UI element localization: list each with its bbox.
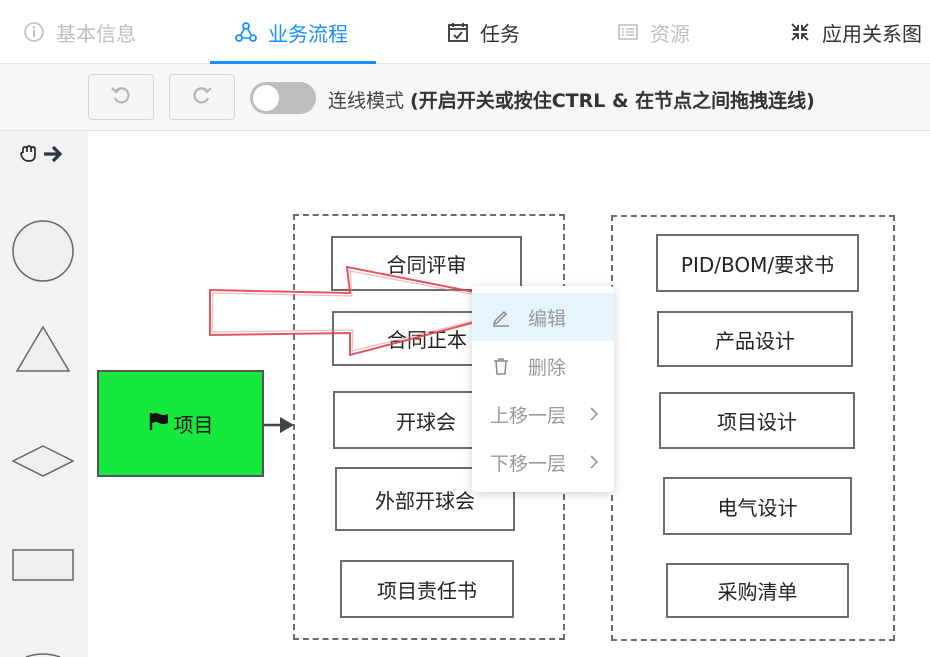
circle-shape[interactable] bbox=[12, 220, 74, 282]
mode-label-text: 连线模式 bbox=[328, 90, 411, 112]
node-label: 产品设计 bbox=[715, 328, 795, 353]
menu-item-label: 删除 bbox=[528, 356, 567, 379]
undo-icon bbox=[109, 83, 133, 111]
annotation-arrow bbox=[209, 265, 541, 357]
node-label: PID/BOM/要求书 bbox=[680, 252, 835, 277]
tab-label: 任务 bbox=[480, 21, 520, 46]
trash-icon bbox=[490, 355, 512, 377]
diagram-node[interactable]: PID/BOM/要求书 bbox=[656, 234, 859, 292]
redo-icon bbox=[190, 83, 214, 111]
undo-button[interactable] bbox=[88, 74, 154, 120]
node-label: 采购清单 bbox=[717, 580, 798, 604]
diagram-node[interactable]: 项目设计 bbox=[659, 392, 855, 449]
chevron-right-icon bbox=[588, 404, 600, 429]
toggle-knob bbox=[253, 85, 279, 111]
menu-item-delete[interactable]: 删除 bbox=[472, 342, 614, 390]
redo-button[interactable] bbox=[169, 74, 235, 120]
context-menu: 编辑 删除 上移一层 下移一层 bbox=[472, 286, 614, 492]
connector-edge[interactable] bbox=[262, 412, 296, 438]
tab-label: 应用关系图 bbox=[822, 21, 922, 46]
edit-pencil-icon bbox=[490, 306, 512, 328]
triangle-shape[interactable] bbox=[15, 325, 71, 372]
node-label: 项目责任书 bbox=[377, 578, 477, 603]
menu-item-label: 编辑 bbox=[528, 307, 567, 330]
chevron-right-icon bbox=[588, 452, 600, 477]
flow-nodes-icon bbox=[234, 20, 258, 44]
connect-mode-label: 连线模式 (开启开关或按住CTRL & 在节点之间拖拽连线) bbox=[328, 86, 815, 113]
node-label: 外部开球会 bbox=[375, 488, 475, 513]
tab-tasks[interactable]: 任务 bbox=[446, 0, 520, 64]
diagram-node[interactable]: 采购清单 bbox=[666, 563, 849, 618]
tab-basic-info[interactable]: 基本信息 bbox=[22, 0, 136, 64]
node-label: 电气设计 bbox=[717, 495, 798, 520]
diagram-node[interactable]: 电气设计 bbox=[663, 477, 852, 535]
menu-item-label: 下移一层 bbox=[490, 452, 567, 475]
node-label: 项目 bbox=[173, 413, 214, 437]
tab-label: 基本信息 bbox=[56, 21, 136, 46]
diamond-shape[interactable] bbox=[11, 445, 75, 477]
tab-business-flow[interactable]: 业务流程 bbox=[234, 0, 348, 64]
tab-resources[interactable]: 资源 bbox=[616, 0, 690, 64]
diagram-node[interactable]: 项目责任书 bbox=[340, 560, 514, 618]
menu-item-label: 上移一层 bbox=[490, 404, 567, 427]
diagram-node[interactable]: 产品设计 bbox=[657, 311, 853, 367]
tab-app-relations[interactable]: 应用关系图 bbox=[788, 0, 922, 64]
flag-icon bbox=[148, 411, 170, 436]
list-card-icon bbox=[616, 20, 640, 44]
root-project-node[interactable]: 项目 bbox=[97, 370, 264, 477]
mode-hint-text: (开启开关或按住CTRL & 在节点之间拖拽连线) bbox=[410, 90, 815, 112]
info-circle-icon bbox=[22, 20, 46, 44]
connect-mode-toggle[interactable] bbox=[250, 82, 316, 114]
tab-label: 资源 bbox=[650, 21, 690, 46]
shrink-arrows-icon bbox=[788, 20, 812, 44]
node-label: 项目设计 bbox=[717, 410, 797, 434]
menu-item-move-down[interactable]: 下移一层 bbox=[472, 438, 614, 486]
toolbar: 连线模式 (开启开关或按住CTRL & 在节点之间拖拽连线) bbox=[0, 64, 930, 131]
shape-palette bbox=[0, 131, 88, 657]
rectangle-shape[interactable] bbox=[12, 549, 74, 581]
node-label: 开球会 bbox=[396, 409, 456, 434]
calendar-check-icon bbox=[446, 20, 470, 44]
menu-item-edit[interactable]: 编辑 bbox=[472, 293, 614, 341]
hand-grab-icon[interactable] bbox=[18, 143, 40, 169]
tab-bar: 基本信息 业务流程 任务 资源 应用关系图 bbox=[0, 0, 930, 64]
arrow-right-icon[interactable] bbox=[42, 143, 64, 169]
menu-item-move-up[interactable]: 上移一层 bbox=[472, 390, 614, 438]
tab-label: 业务流程 bbox=[268, 21, 348, 46]
palette-tools bbox=[18, 143, 64, 169]
active-tab-indicator bbox=[210, 61, 376, 64]
node-label: 合同评审 bbox=[386, 253, 467, 277]
